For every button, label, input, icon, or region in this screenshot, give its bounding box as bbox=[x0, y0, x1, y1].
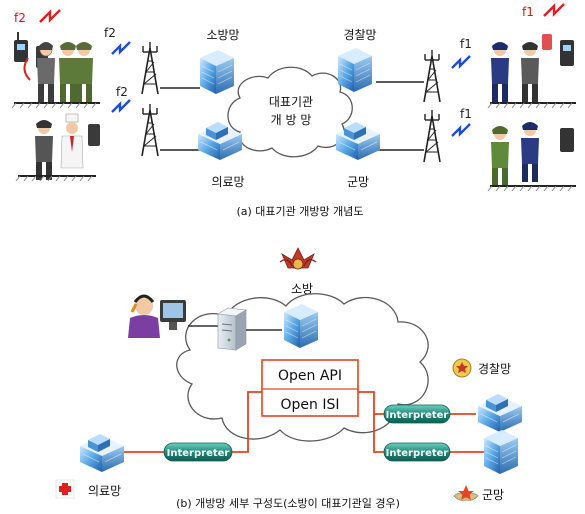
police-building-icon bbox=[477, 393, 523, 433]
lightning-red-icon bbox=[38, 8, 62, 24]
tower-icon bbox=[141, 41, 159, 95]
caption-a: (a) 대표기관 개방망 개념도 bbox=[236, 205, 363, 218]
label-police: 경찰망 bbox=[478, 362, 511, 376]
label-fire-network: 소방망 bbox=[206, 28, 239, 42]
label-military: 군망 bbox=[482, 488, 504, 502]
lightning-icon bbox=[110, 98, 132, 114]
freq-label-f1-red: f1 bbox=[522, 5, 534, 19]
lightning-icon bbox=[450, 54, 472, 70]
freq-label-f2-bottom: f2 bbox=[116, 85, 128, 99]
network-links bbox=[160, 81, 424, 151]
freq-label-f2-top: f2 bbox=[104, 26, 116, 40]
open-api-label: Open API bbox=[278, 368, 342, 384]
caption-b: (b) 개방망 세부 구성도(소방이 대표기관일 경우) bbox=[176, 496, 400, 510]
tower-icon bbox=[141, 103, 159, 157]
interpreter-left-label: Interpreter bbox=[167, 448, 230, 459]
interpreter-left: Interpreter bbox=[163, 442, 233, 462]
hub-label-line1: 대표기관 bbox=[269, 95, 313, 109]
military-emblem-icon bbox=[453, 485, 479, 501]
label-police-network: 경찰망 bbox=[343, 28, 376, 42]
interpreter-right-bottom: Interpreter bbox=[383, 442, 451, 462]
tower-icon bbox=[423, 49, 441, 103]
police-group-icon bbox=[487, 34, 576, 109]
fire-hq-building-icon bbox=[283, 303, 319, 349]
label-medical: 의료망 bbox=[88, 484, 121, 498]
label-military-network: 군망 bbox=[347, 175, 369, 189]
medical-group-icon bbox=[15, 113, 100, 182]
freq-label-f1-top: f1 bbox=[460, 37, 472, 51]
police-emblem-icon bbox=[452, 358, 472, 378]
interpreter-right-top-label: Interpreter bbox=[386, 410, 449, 421]
lightning-red-icon bbox=[542, 2, 566, 18]
military-group-icon bbox=[487, 122, 576, 192]
operator-icon bbox=[128, 294, 160, 338]
lightning-icon bbox=[110, 40, 132, 56]
diagram-a: f2 bbox=[11, 2, 576, 218]
hub-label-line2: 개 방 망 bbox=[271, 113, 312, 127]
label-medical-network: 의료망 bbox=[211, 175, 244, 189]
military-building-icon bbox=[483, 429, 519, 475]
medical-cross-icon bbox=[55, 479, 75, 499]
interpreter-right-top: Interpreter bbox=[383, 404, 451, 424]
firefighter-group-icon bbox=[11, 32, 100, 109]
monitor-icon bbox=[160, 300, 186, 330]
server-icon bbox=[217, 307, 247, 351]
interpreter-right-bottom-label: Interpreter bbox=[386, 448, 449, 459]
freq-label-f2-red: f2 bbox=[14, 11, 26, 25]
hub-cloud bbox=[227, 66, 353, 158]
open-isi-label: Open ISI bbox=[281, 397, 340, 413]
building-icon bbox=[337, 47, 373, 93]
medical-building-icon bbox=[79, 433, 125, 473]
diagram-b: 소방 Open API bbox=[55, 247, 523, 510]
interpreter-links bbox=[124, 391, 484, 453]
label-fire: 소방 bbox=[291, 282, 313, 296]
building-icon bbox=[199, 49, 235, 95]
fire-emblem-icon bbox=[279, 247, 317, 270]
freq-label-f1-bottom: f1 bbox=[460, 107, 472, 121]
tower-icon bbox=[423, 109, 441, 163]
lightning-icon bbox=[450, 122, 472, 138]
gateway-box: Open API Open ISI bbox=[261, 359, 359, 417]
